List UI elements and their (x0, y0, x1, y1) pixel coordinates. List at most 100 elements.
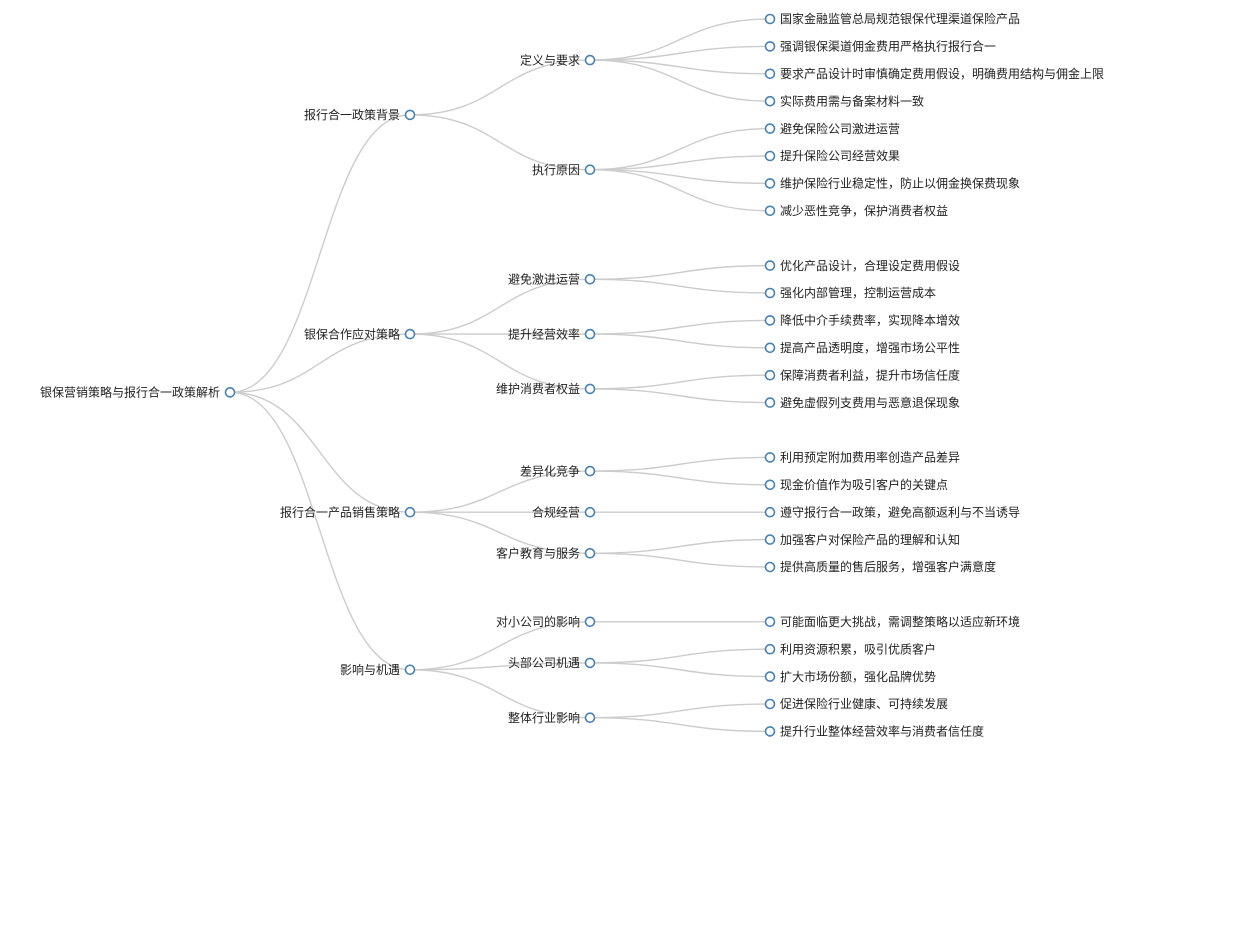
leaf-node[interactable]: 强化内部管理，控制运营成本 (764, 285, 937, 300)
leaf-node[interactable]: 维护保险行业稳定性，防止以佣金换保费现象 (764, 176, 1021, 191)
node-circle-icon[interactable] (584, 506, 596, 518)
node-circle-icon[interactable] (584, 657, 596, 669)
node-circle-icon[interactable] (584, 712, 596, 724)
leaf-node[interactable]: 现金价值作为吸引客户的关键点 (764, 477, 949, 492)
node-circle-icon[interactable] (764, 561, 776, 573)
leaf-node[interactable]: 避免保险公司激进运营 (764, 121, 901, 136)
leaf-node[interactable]: 降低中介手续费率，实现降本增效 (764, 313, 961, 328)
leaf-node[interactable]: 实际费用需与备案材料一致 (764, 93, 925, 108)
node-circle-icon[interactable] (584, 383, 596, 395)
node-label: 减少恶性竞争，保护消费者权益 (780, 204, 948, 218)
branch-node[interactable]: 影响与机遇 (340, 662, 416, 677)
node-circle-icon[interactable] (764, 13, 776, 25)
branch-node[interactable]: 执行原因 (532, 163, 596, 177)
leaf-node[interactable]: 遵守报行合一政策，避免高额返利与不当诱导 (764, 504, 1021, 519)
node-circle-icon[interactable] (764, 178, 776, 189)
branch-node[interactable]: 避免激进运营 (508, 272, 596, 287)
node-circle-icon[interactable] (764, 123, 776, 134)
tree-link (589, 264, 771, 280)
node-circle-icon[interactable] (764, 205, 776, 217)
branch-node[interactable]: 整体行业影响 (508, 710, 596, 725)
branch-node[interactable]: 差异化竞争 (520, 464, 596, 478)
node-circle-icon[interactable] (404, 328, 416, 340)
leaf-node[interactable]: 保障消费者利益，提升市场信任度 (764, 367, 961, 382)
node-label: 国家金融监管总局规范银保代理渠道保险产品 (780, 11, 1020, 26)
node-circle-icon[interactable] (764, 260, 776, 271)
node-circle-icon[interactable] (584, 547, 596, 559)
tree-link (589, 470, 771, 486)
node-label: 提升保险公司经营效果 (780, 148, 900, 163)
branch-node[interactable]: 报行合一政策背景 (304, 107, 416, 122)
leaf-node[interactable]: 可能面临更大挑战，需调整策略以适应新环境 (764, 614, 1021, 629)
node-circle-icon[interactable] (764, 369, 776, 381)
node-circle-icon[interactable] (764, 68, 776, 80)
branch-node[interactable]: 银保合作应对策略 (304, 326, 416, 341)
leaf-node[interactable]: 提升保险公司经营效果 (764, 148, 901, 163)
tree-link (589, 717, 771, 733)
branch-node[interactable]: 定义与要求 (520, 52, 596, 67)
node-circle-icon[interactable] (764, 397, 776, 408)
node-label: 维护保险行业稳定性，防止以佣金换保费现象 (780, 176, 1020, 191)
leaf-node[interactable]: 避免虚假列支费用与恶意退保现象 (764, 395, 961, 410)
branch-node[interactable]: 维护消费者权益 (496, 382, 596, 396)
node-circle-icon[interactable] (764, 452, 776, 463)
leaf-node[interactable]: 要求产品设计时审慎确定费用假设，明确费用结构与佣金上限 (764, 66, 1105, 81)
node-circle-icon[interactable] (764, 150, 776, 162)
node-circle-icon[interactable] (764, 479, 776, 491)
leaf-node[interactable]: 国家金融监管总局规范银保代理渠道保险产品 (764, 11, 1021, 26)
branch-node[interactable]: 客户教育与服务 (496, 546, 596, 561)
tree-link (589, 59, 771, 102)
node-circle-icon[interactable] (764, 698, 776, 710)
leaf-node[interactable]: 利用资源积累，吸引优质客户 (764, 641, 937, 656)
root-node[interactable]: 银保营销策略与报行合一政策解析 (40, 385, 236, 400)
node-label: 避免虚假列支费用与恶意退保现象 (780, 395, 960, 410)
node-label: 差异化竞争 (520, 464, 580, 478)
tree-link (589, 169, 771, 212)
node-label: 强化内部管理，控制运营成本 (780, 285, 936, 300)
leaf-node[interactable]: 提升行业整体经营效率与消费者信任度 (764, 724, 985, 739)
branch-node[interactable]: 对小公司的影响 (496, 614, 596, 629)
tree-link (589, 662, 771, 678)
node-circle-icon[interactable] (764, 643, 776, 655)
node-circle-icon[interactable] (584, 465, 596, 477)
node-circle-icon[interactable] (224, 387, 236, 398)
node-circle-icon[interactable] (764, 506, 776, 518)
leaf-node[interactable]: 促进保险行业健康、可持续发展 (764, 696, 949, 711)
node-circle-icon[interactable] (584, 164, 596, 175)
node-circle-icon[interactable] (764, 342, 776, 354)
branch-node[interactable]: 报行合一产品销售策略 (280, 504, 416, 519)
node-label: 促进保险行业健康、可持续发展 (780, 696, 948, 711)
node-label: 报行合一政策背景 (304, 107, 400, 122)
node-circle-icon[interactable] (764, 95, 776, 107)
node-circle-icon[interactable] (764, 726, 776, 737)
node-circle-icon[interactable] (764, 616, 776, 628)
node-label: 现金价值作为吸引客户的关键点 (780, 477, 948, 492)
branch-node[interactable]: 头部公司机遇 (508, 655, 596, 670)
leaf-node[interactable]: 优化产品设计，合理设定费用假设 (764, 258, 961, 273)
node-circle-icon[interactable] (764, 671, 776, 682)
node-label: 合规经营 (532, 504, 580, 519)
tree-link (589, 18, 771, 61)
node-circle-icon[interactable] (584, 616, 596, 628)
leaf-node[interactable]: 强调银保渠道佣金费用严格执行报行合一 (764, 39, 997, 54)
node-circle-icon[interactable] (764, 315, 776, 326)
node-circle-icon[interactable] (764, 534, 776, 545)
node-circle-icon[interactable] (584, 328, 596, 340)
node-circle-icon[interactable] (404, 109, 416, 121)
node-circle-icon[interactable] (404, 664, 416, 676)
node-circle-icon[interactable] (764, 287, 776, 299)
leaf-node[interactable]: 减少恶性竞争，保护消费者权益 (764, 204, 949, 218)
branch-node[interactable]: 合规经营 (532, 504, 596, 519)
leaf-node[interactable]: 加强客户对保险产品的理解和认知 (764, 532, 961, 547)
leaf-node[interactable]: 利用预定附加费用率创造产品差异 (764, 450, 961, 465)
tree-link (589, 59, 771, 75)
node-circle-icon[interactable] (584, 273, 596, 285)
leaf-node[interactable]: 扩大市场份额，强化品牌优势 (764, 669, 937, 684)
node-circle-icon[interactable] (584, 54, 596, 66)
node-label: 维护消费者权益 (496, 382, 580, 396)
leaf-node[interactable]: 提高产品透明度，增强市场公平性 (764, 340, 961, 355)
branch-node[interactable]: 提升经营效率 (508, 326, 596, 341)
node-circle-icon[interactable] (404, 506, 416, 518)
node-circle-icon[interactable] (764, 41, 776, 52)
leaf-node[interactable]: 提供高质量的售后服务，增强客户满意度 (764, 559, 997, 574)
